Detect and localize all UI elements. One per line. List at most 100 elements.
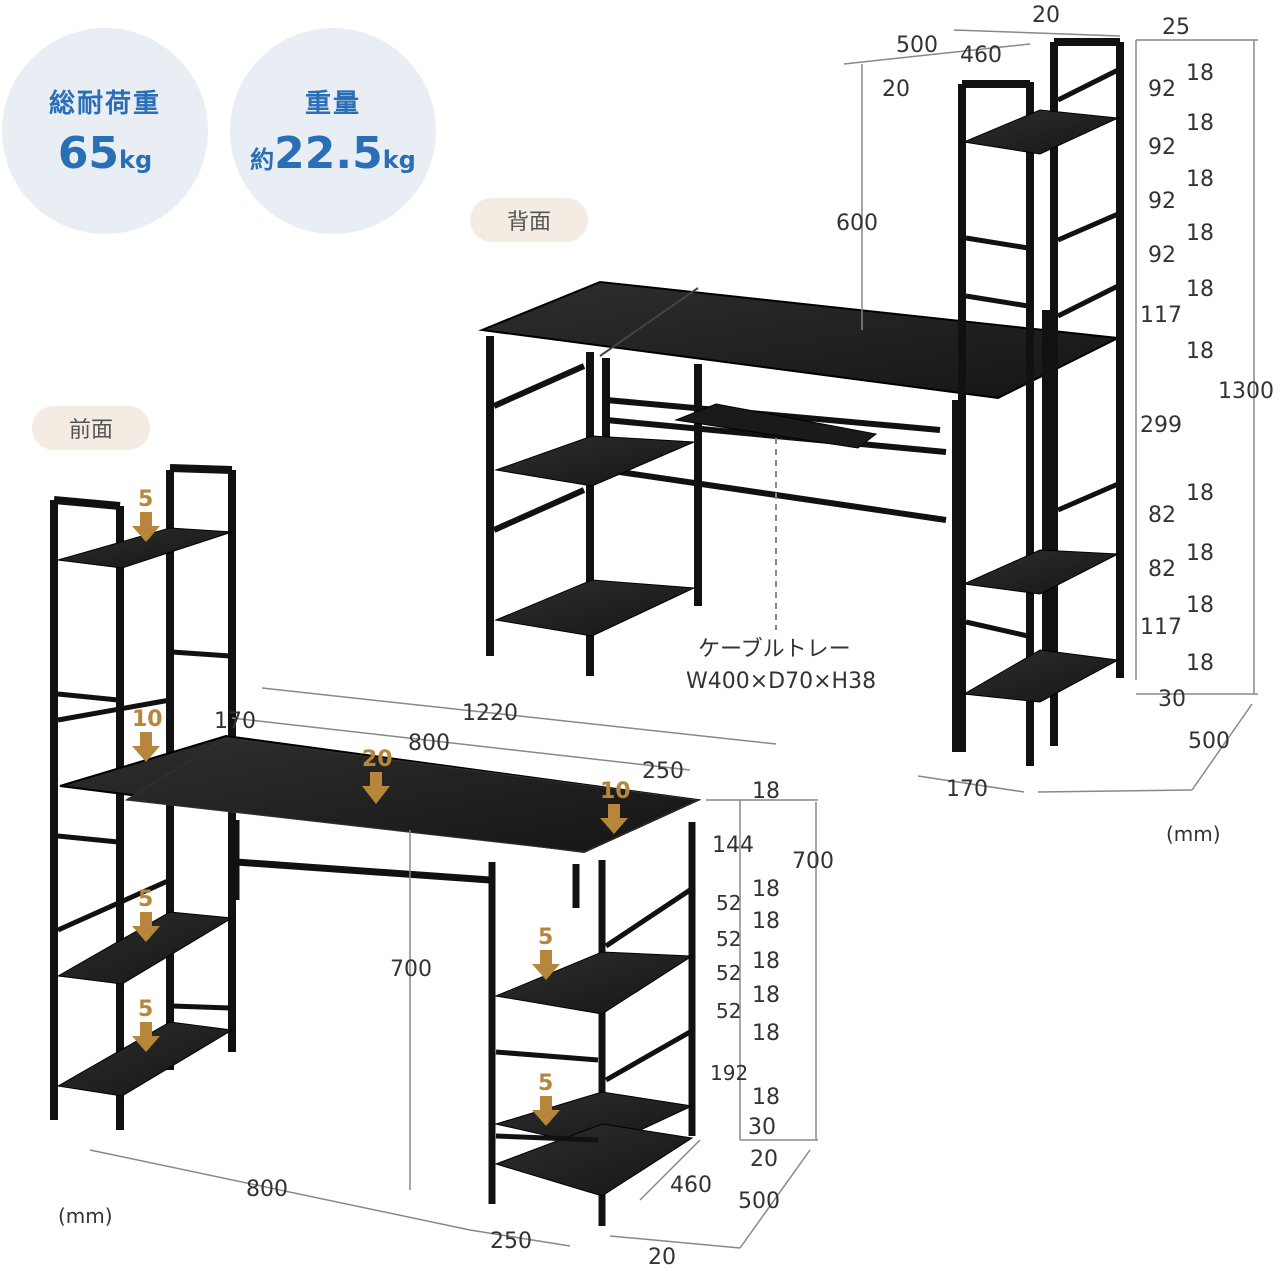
back-desk-height: 600 [836,211,878,236]
back-left-shelf-mid [494,435,695,487]
back-stack-13: 82 [1148,503,1176,528]
total-load-badge: 総耐荷重 65kg [2,28,208,234]
back-stack-7: 92 [1148,243,1176,268]
front-bottom-250: 250 [490,1229,532,1254]
back-top-500: 500 [896,33,938,58]
back-right-stack: 18 92 18 92 18 92 18 92 18 117 18 299 18… [1140,61,1214,712]
cable-tray-size: W400×D70×H38 [686,669,876,694]
back-top-20b: 20 [882,77,910,102]
back-stack-19: 30 [1158,687,1186,712]
load-marker: 10 [132,707,163,762]
front-rack-shelf-mid [56,911,234,985]
load-value: 5 [138,887,153,912]
back-view-desk [478,38,1124,766]
cable-tray-name: ケーブルトレー [698,637,851,662]
back-total-height: 1300 [1218,379,1274,404]
front-view-tag: 前面 [32,406,150,450]
weight-unit: kg [382,146,416,174]
total-load-value: 65 [57,128,120,179]
weight-value: 22.5 [274,128,383,179]
front-left-170: 170 [214,709,256,734]
back-stack-4: 18 [1186,167,1214,192]
front-stack-5: 52 [716,927,741,951]
back-width-170: 170 [946,777,988,802]
front-right-shelf-1 [494,951,694,1015]
back-stack-9: 117 [1140,303,1182,328]
front-rack-shelf-top [57,527,233,569]
load-marker: 10 [600,779,631,834]
back-stack-5: 92 [1148,189,1176,214]
back-stack-1: 92 [1148,77,1176,102]
back-stack-10: 18 [1186,339,1214,364]
total-load-label: 総耐荷重 [48,89,161,119]
load-value: 20 [362,747,393,772]
front-stack-3: 52 [716,891,741,915]
back-stack-17: 117 [1140,615,1182,640]
back-stack-18: 18 [1186,651,1214,676]
front-bottom-800: 800 [246,1177,288,1202]
load-value: 10 [132,707,163,732]
load-marker: 5 [132,487,160,542]
back-stack-2: 18 [1186,111,1214,136]
load-value: 5 [138,487,153,512]
weight-badge: 重量 約22.5kg [230,28,436,234]
back-stack-11: 299 [1140,413,1182,438]
front-stack-2: 18 [752,877,780,902]
front-unit-label: (mm) [58,1204,113,1228]
front-inner-height-700: 700 [390,957,432,982]
back-stack-16: 18 [1186,593,1214,618]
front-stack-6: 18 [752,949,780,974]
back-top-20: 20 [1032,3,1060,28]
load-value: 5 [138,997,153,1022]
front-stack-10: 18 [752,1021,780,1046]
front-stack-12: 18 [752,1085,780,1110]
back-view-tag: 背面 [470,198,588,242]
back-cable-tray [674,403,878,449]
load-markers: 5 10 20 10 5 5 5 5 [132,487,631,1126]
back-stack-6: 18 [1186,221,1214,246]
load-marker: 5 [132,997,160,1052]
back-top-25: 25 [1162,15,1190,40]
load-marker: 5 [532,1071,560,1126]
back-left-shelf-bottom [494,579,696,637]
back-depth-500: 500 [1188,729,1230,754]
front-bottom-20: 20 [648,1245,676,1270]
front-right-stack: 18 144 18 52 18 52 18 52 18 52 18 192 18… [710,779,780,1172]
front-stack-8: 18 [752,983,780,1008]
front-stack-4: 18 [752,909,780,934]
front-depth-500: 500 [738,1189,780,1214]
front-stack-0: 18 [752,779,780,804]
load-value: 5 [538,925,553,950]
back-stack-8: 18 [1186,277,1214,302]
front-stack-11: 192 [710,1061,748,1085]
load-marker: 5 [532,925,560,980]
load-value: 10 [600,779,631,804]
front-top-1220: 1220 [462,701,518,726]
total-load-unit: kg [119,146,153,174]
front-top-800: 800 [408,731,450,756]
back-rack-shelf-3 [962,649,1120,703]
weight-prefix: 約 [250,146,275,174]
back-top-460: 460 [960,43,1002,68]
back-stack-14: 18 [1186,541,1214,566]
back-stack-3: 92 [1148,135,1176,160]
back-stack-0: 18 [1186,61,1214,86]
front-stack-9: 52 [716,999,741,1023]
front-stack-1: 144 [712,833,754,858]
back-rack-shelf-1 [962,109,1120,155]
back-rack-shelf-2 [962,549,1120,595]
front-height-700: 700 [792,849,834,874]
back-dimension-lines [843,29,1258,793]
weight-label: 重量 [304,89,361,119]
load-marker: 5 [132,887,160,942]
front-dimension-lines [89,687,818,1249]
back-unit-label: (mm) [1166,822,1221,846]
load-marker: 20 [362,747,393,804]
front-stack-14: 20 [750,1147,778,1172]
front-stack-13: 30 [748,1115,776,1140]
front-rack-shelf-bottom [56,1021,234,1097]
back-stack-15: 82 [1148,557,1176,582]
front-right-250: 250 [642,759,684,784]
front-depth-460: 460 [670,1173,712,1198]
